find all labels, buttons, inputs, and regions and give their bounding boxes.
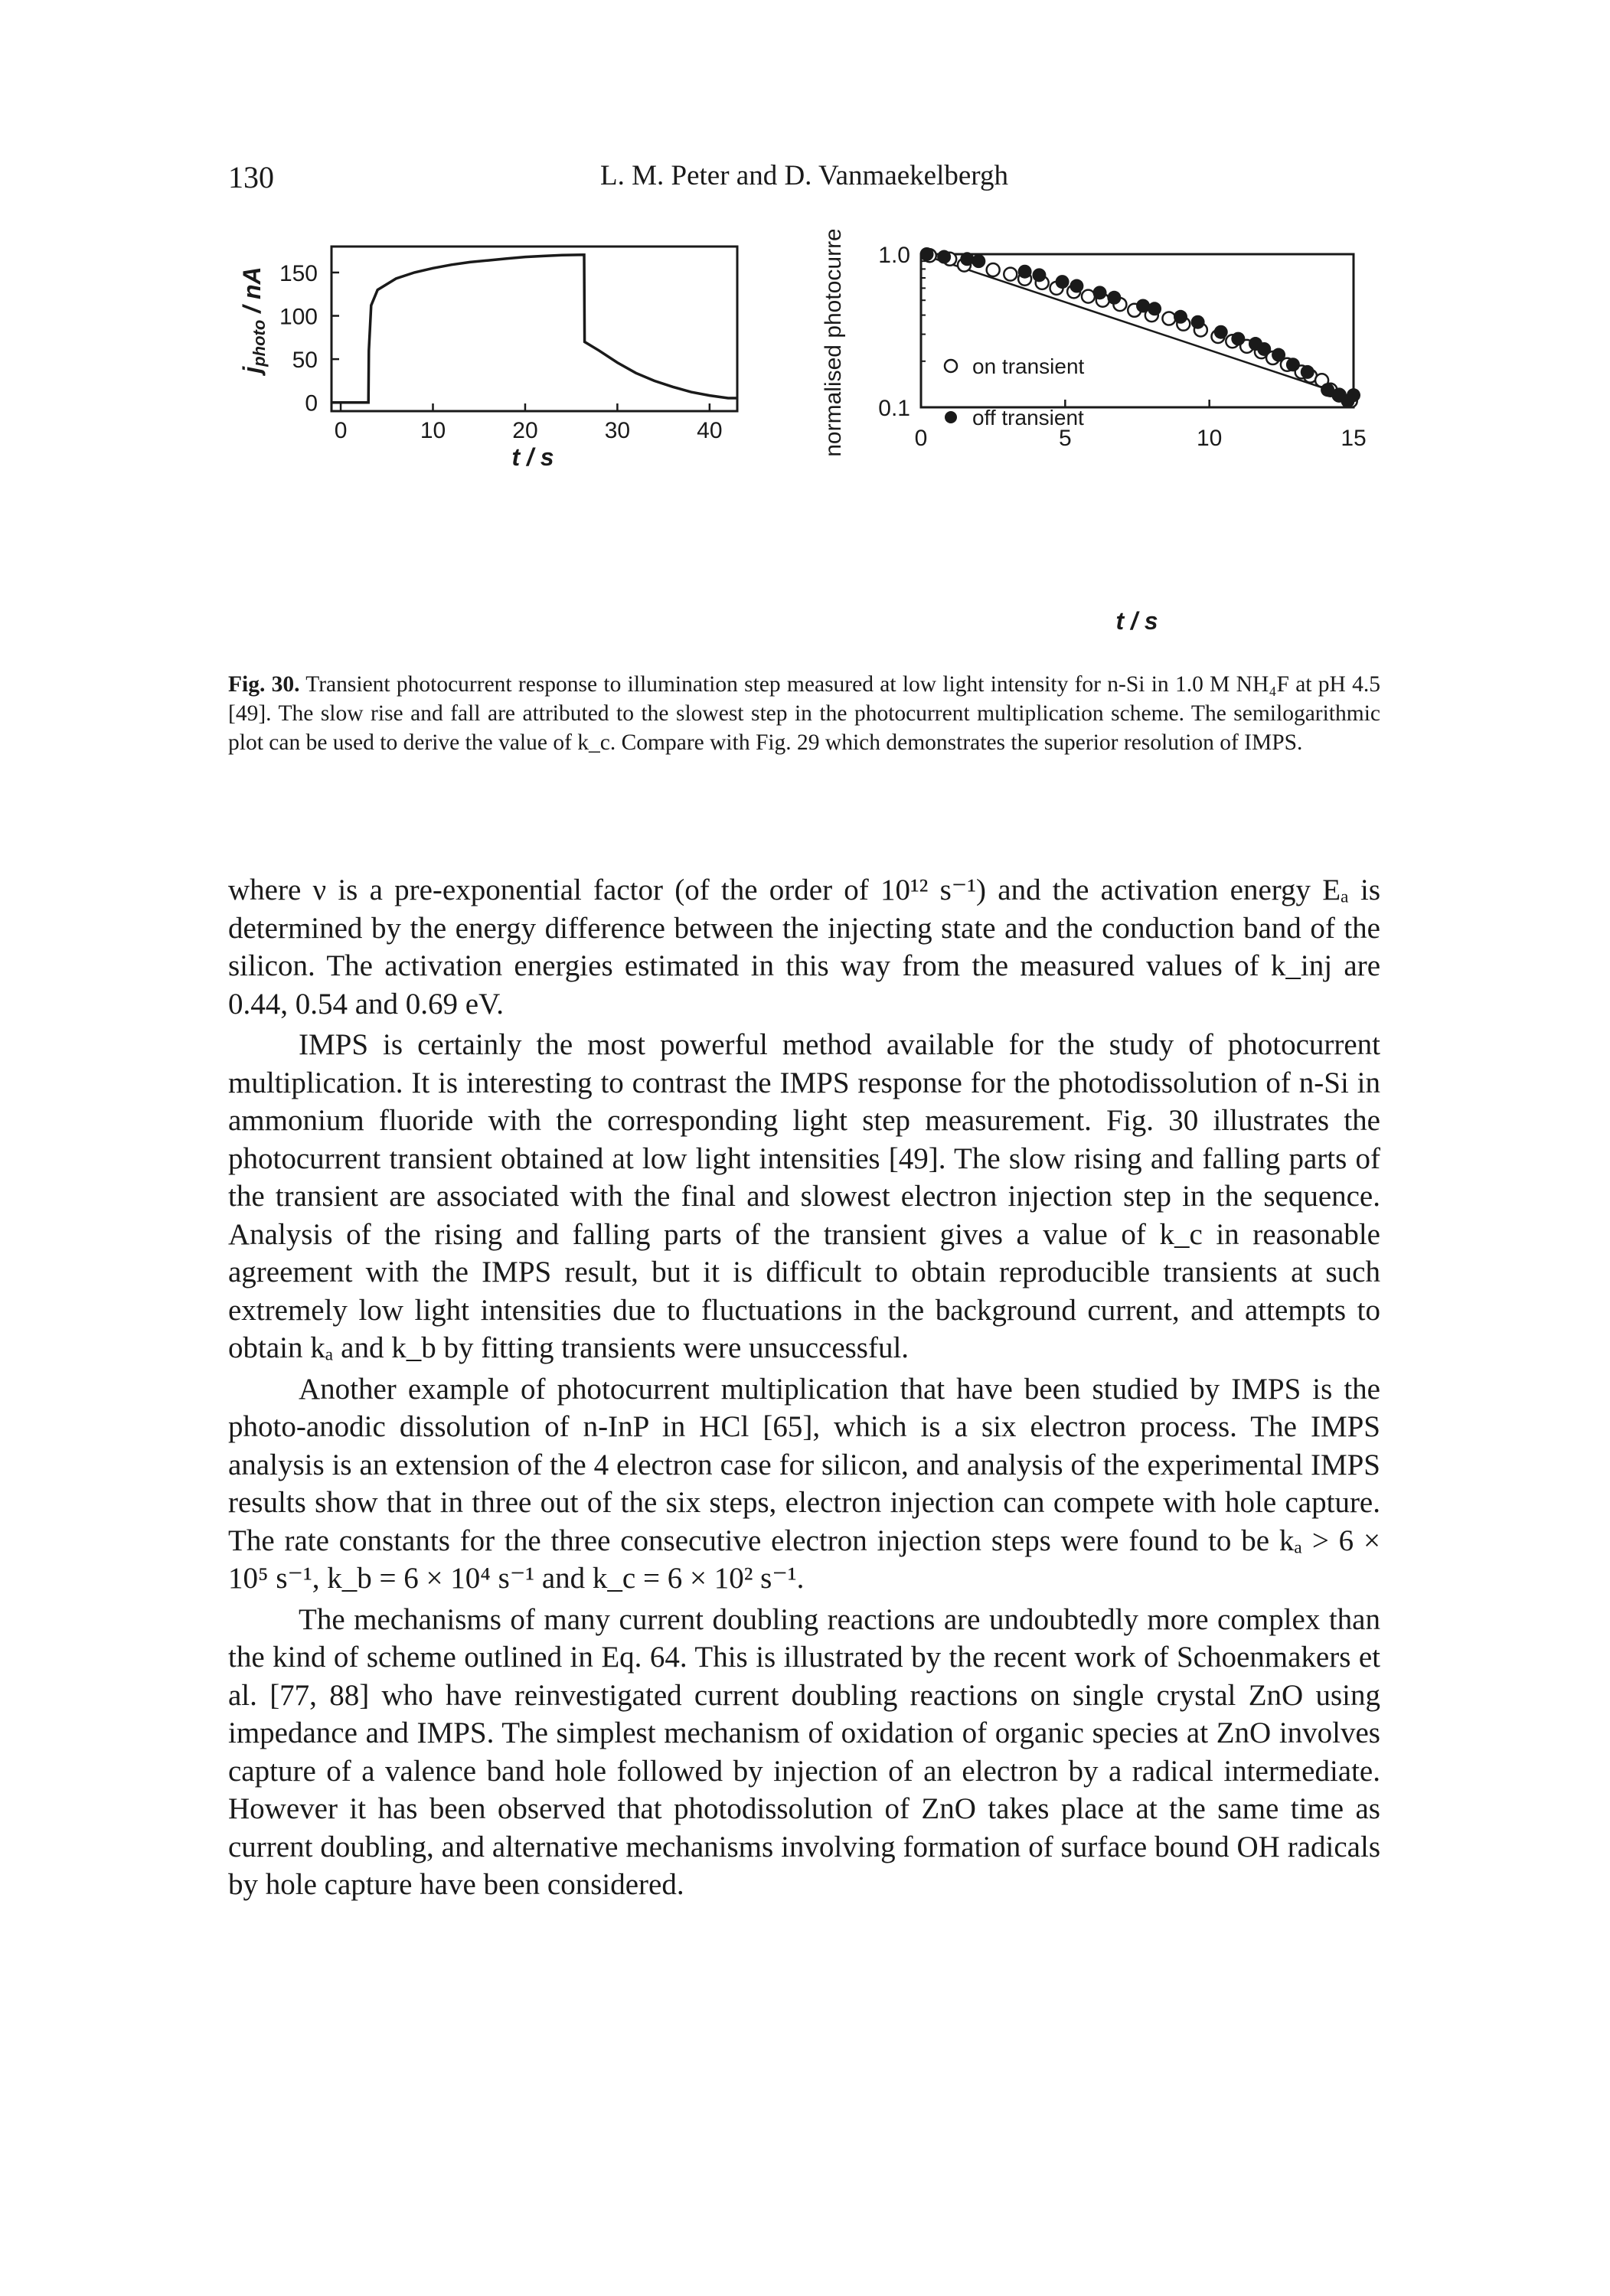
running-head: L. M. Peter and D. Vanmaekelbergh [600, 160, 1008, 191]
right-x-tick-label: 15 [1341, 426, 1366, 451]
off-transient-point [1347, 388, 1360, 403]
legend: on transient off transient [943, 354, 1085, 429]
off-transient-point [1321, 383, 1335, 397]
left-x-ticks: 0 10 20 30 40 [335, 403, 723, 443]
left-x-tick-label: 40 [697, 418, 722, 443]
legend-open-circle-icon [943, 358, 958, 374]
off-transient-point [1272, 348, 1286, 362]
off-transient-point [1285, 358, 1300, 372]
left-y-tick-label: 100 [279, 305, 318, 330]
on-transient-point [1161, 311, 1177, 326]
right-y-ticks: 1.0 0.1 [878, 243, 930, 421]
right-x-tick-label: 5 [1059, 426, 1072, 451]
right-y-axis-label: normalised photocurrent [821, 230, 846, 457]
left-x-tick-label: 20 [512, 418, 537, 443]
figure-caption: Fig. 30. Transient photocurrent response… [228, 670, 1380, 757]
left-y-tick-label: 50 [292, 348, 318, 373]
off-transient-point [1070, 279, 1084, 293]
off-transient-point [972, 254, 986, 269]
left-y-axis-label: jphoto / nA [238, 266, 269, 376]
off-transient-point [1107, 290, 1122, 305]
on-transient-point [985, 262, 1001, 278]
caption-text: Transient photocurrent response to illum… [228, 672, 1380, 755]
off-transient-point [1055, 275, 1070, 289]
off-transient-point [1231, 331, 1246, 346]
right-x-ticks: 0 5 10 15 [915, 400, 1367, 451]
paragraph-4: The mechanisms of many current doubling … [228, 1602, 1380, 1902]
caption-label: Fig. 30. [228, 672, 300, 697]
off-transient-point [1017, 264, 1032, 279]
off-transient-point [1174, 309, 1187, 324]
right-y-tick-label: 0.1 [878, 396, 910, 421]
off-transient-point [1257, 341, 1272, 356]
legend-on-transient: on transient [972, 354, 1085, 378]
right-x-tick-label: 0 [915, 426, 928, 451]
left-x-axis-label: t / s [511, 443, 554, 471]
off-transient-point [1032, 268, 1047, 283]
left-x-tick-label: 30 [605, 418, 630, 443]
transient-curve [331, 253, 737, 404]
on-transient-point [1003, 266, 1018, 282]
left-x-tick-label: 10 [420, 418, 446, 443]
off-transient-point [960, 252, 975, 266]
off-transient-point [1190, 315, 1205, 329]
right-x-axis-label: t / s [1115, 607, 1158, 635]
off-transient-point [1148, 302, 1162, 316]
left-plot-frame [330, 245, 739, 413]
left-x-tick-label: 0 [335, 418, 348, 443]
off-transient-point [919, 247, 934, 261]
off-transient-point [1136, 299, 1151, 313]
off-transient-point [1092, 286, 1107, 300]
body-text: where ν is a pre-exponential factor (of … [228, 871, 1380, 1907]
off-transient-point [937, 250, 952, 264]
page-number: 130 [228, 160, 274, 194]
left-y-ticks: 150 100 50 0 [279, 261, 339, 416]
off-transient-points [919, 247, 1360, 408]
on-transient-point [1080, 289, 1096, 304]
paragraph-1: where ν is a pre-exponential factor (of … [228, 874, 1380, 1021]
left-y-tick-label: 0 [305, 391, 318, 416]
off-transient-point [1300, 364, 1314, 379]
off-transient-point [1213, 325, 1228, 339]
right-x-tick-label: 10 [1197, 426, 1222, 451]
legend-off-transient: off transient [972, 406, 1084, 429]
left-panel: 150 100 50 0 0 10 20 30 40 jphoto / nA t / s [238, 245, 739, 471]
page-header: 130 L. M. Peter and D. Vanmaekelbergh [228, 159, 1380, 198]
fit-line [920, 253, 1354, 400]
legend-filled-circle-icon [945, 411, 957, 423]
paragraph-2: IMPS is certainly the most powerful meth… [228, 1028, 1380, 1364]
right-panel: 1.0 0.1 0 5 10 15 normalised photocurrent t … [821, 230, 1367, 635]
paragraph-3: Another example of photocurrent multipli… [228, 1372, 1380, 1595]
left-y-tick-label: 150 [279, 261, 318, 286]
right-y-tick-label: 1.0 [878, 243, 910, 268]
on-transient-points [922, 248, 1358, 409]
right-plot-frame [919, 253, 1355, 409]
